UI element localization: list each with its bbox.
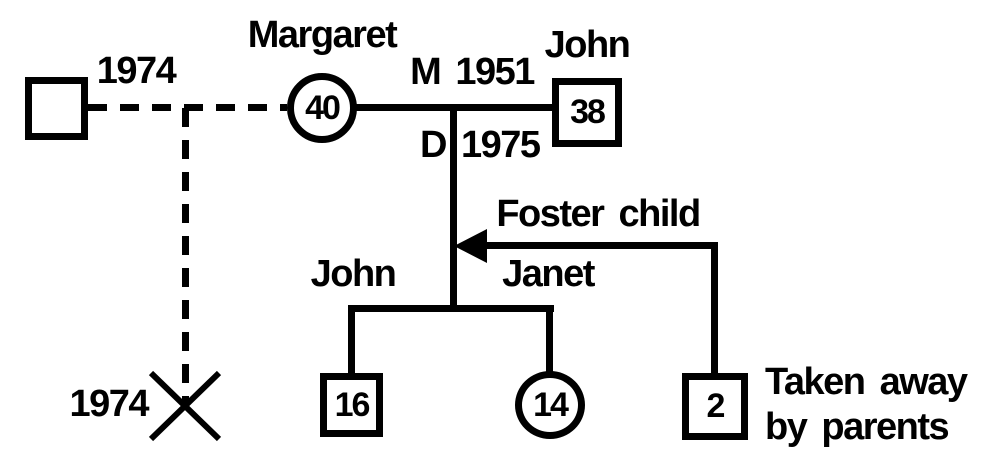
- foster-child-note: Taken away by parents: [765, 360, 968, 450]
- foster-child-arrow-line: [486, 242, 718, 249]
- children-descent-line: [450, 104, 457, 312]
- son-square: 16: [320, 373, 383, 437]
- affair-dashed-line: [88, 104, 287, 111]
- marriage-year-label: M 1951: [410, 51, 535, 93]
- son-drop-line: [348, 305, 355, 375]
- affair-partner-square: [25, 77, 88, 140]
- affair-descent-dashed-line: [182, 108, 189, 402]
- father-square: 38: [552, 78, 622, 147]
- son-name-label: John: [310, 253, 397, 295]
- foster-child-age: 2: [706, 387, 726, 425]
- daughter-circle: 14: [515, 371, 585, 439]
- father-age: 38: [570, 93, 606, 131]
- daughter-age: 14: [533, 385, 569, 424]
- foster-child-square: 2: [682, 373, 748, 440]
- mother-age: 40: [305, 88, 341, 127]
- daughter-drop-line: [546, 305, 553, 373]
- daughter-name-label: Janet: [502, 253, 595, 295]
- divorce-year-label: 1975: [461, 124, 541, 166]
- son-age: 16: [334, 385, 371, 424]
- foster-arrow-head-icon: [454, 229, 487, 263]
- sibling-bar-line: [348, 305, 554, 312]
- foster-note-line2: by parents: [765, 406, 950, 448]
- father-name-label: John: [544, 24, 631, 66]
- foster-child-drop-line: [711, 242, 718, 375]
- mother-circle: 40: [287, 73, 357, 143]
- foster-note-line1: Taken away: [765, 361, 968, 403]
- termination-x-mark-icon: [148, 370, 222, 442]
- affair-end-year-label: 1974: [69, 383, 149, 425]
- mother-name-label: Margaret: [247, 14, 398, 56]
- foster-child-label: Foster child: [496, 193, 701, 235]
- divorce-prefix-label: D: [420, 124, 447, 166]
- affair-start-year-label: 1974: [96, 50, 177, 92]
